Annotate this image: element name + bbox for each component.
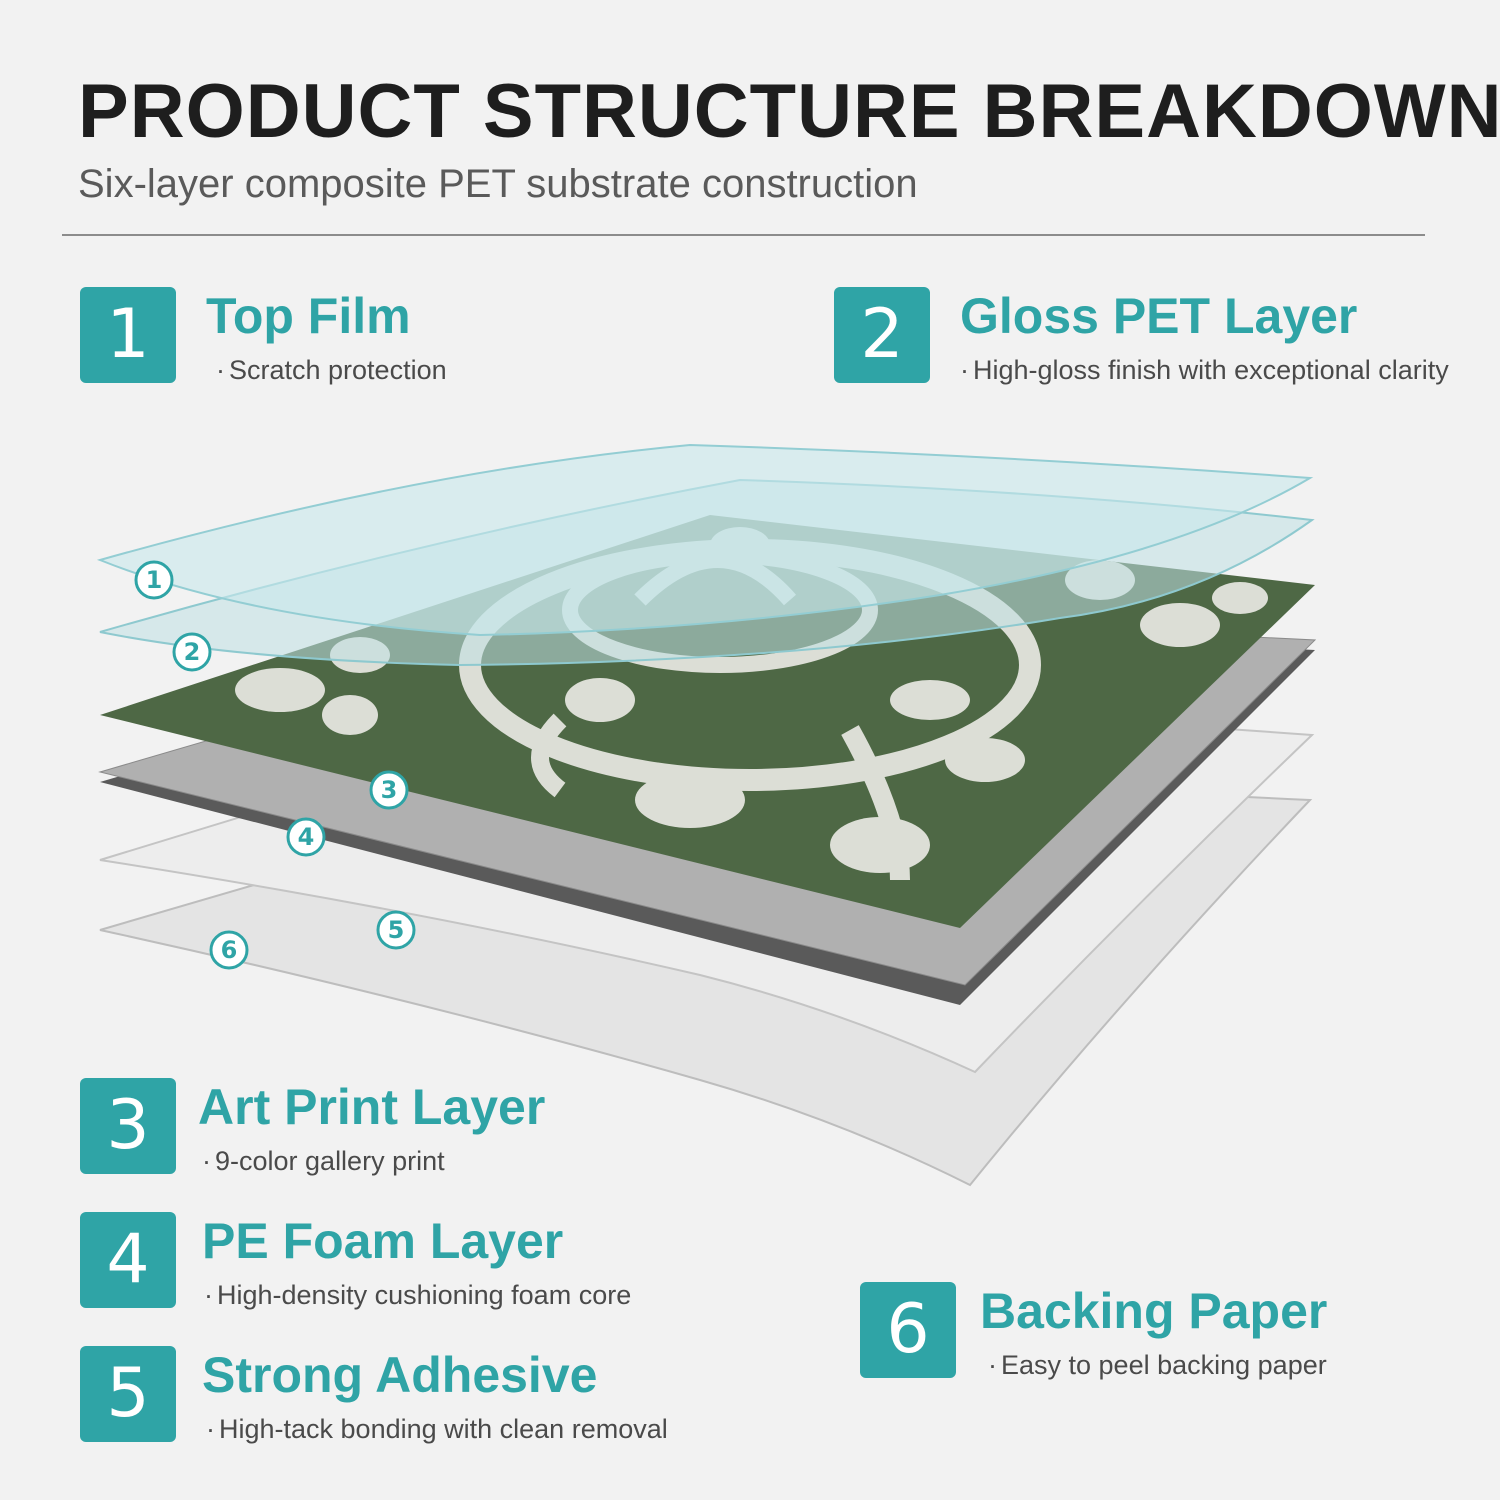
layer-number-badge: 3 [80,1078,176,1174]
svg-text:1: 1 [146,566,163,594]
svg-text:6: 6 [221,936,238,964]
layer-number-badge: 6 [860,1282,956,1378]
layer-name: Backing Paper [980,1283,1328,1339]
layer-name: Strong Adhesive [202,1347,598,1403]
diagram-marker-1: 1 [134,560,174,600]
layer-description: 9-color gallery print [202,1146,445,1177]
page-subtitle: Six-layer composite PET substrate constr… [78,162,918,206]
diagram-marker-3: 3 [369,770,409,810]
layer-name: Gloss PET Layer [960,288,1358,344]
svg-text:5: 5 [388,916,405,944]
svg-text:2: 2 [184,638,201,666]
layer-description: Scratch protection [216,355,447,386]
layer-name: PE Foam Layer [202,1213,564,1269]
layer-number-badge: 4 [80,1212,176,1308]
header-divider [62,234,1425,236]
diagram-marker-4: 4 [286,817,326,857]
svg-text:4: 4 [298,823,315,851]
layer-number-badge: 2 [834,287,930,383]
layer-description: High-density cushioning foam core [204,1280,631,1311]
layer-description: High-tack bonding with clean removal [206,1414,668,1445]
layer-description: Easy to peel backing paper [988,1350,1327,1381]
top-film-sheet [96,443,1314,637]
diagram-marker-6: 6 [209,930,249,970]
diagram-marker-2: 2 [172,632,212,672]
layer-number-badge: 1 [80,287,176,383]
layer-description: High-gloss finish with exceptional clari… [960,355,1449,386]
layer-number-badge: 5 [80,1346,176,1442]
svg-text:3: 3 [381,776,398,804]
layer-name: Top Film [206,288,411,344]
layer-name: Art Print Layer [198,1079,546,1135]
page-title: PRODUCT STRUCTURE BREAKDOWN [78,69,1500,154]
diagram-marker-5: 5 [376,910,416,950]
